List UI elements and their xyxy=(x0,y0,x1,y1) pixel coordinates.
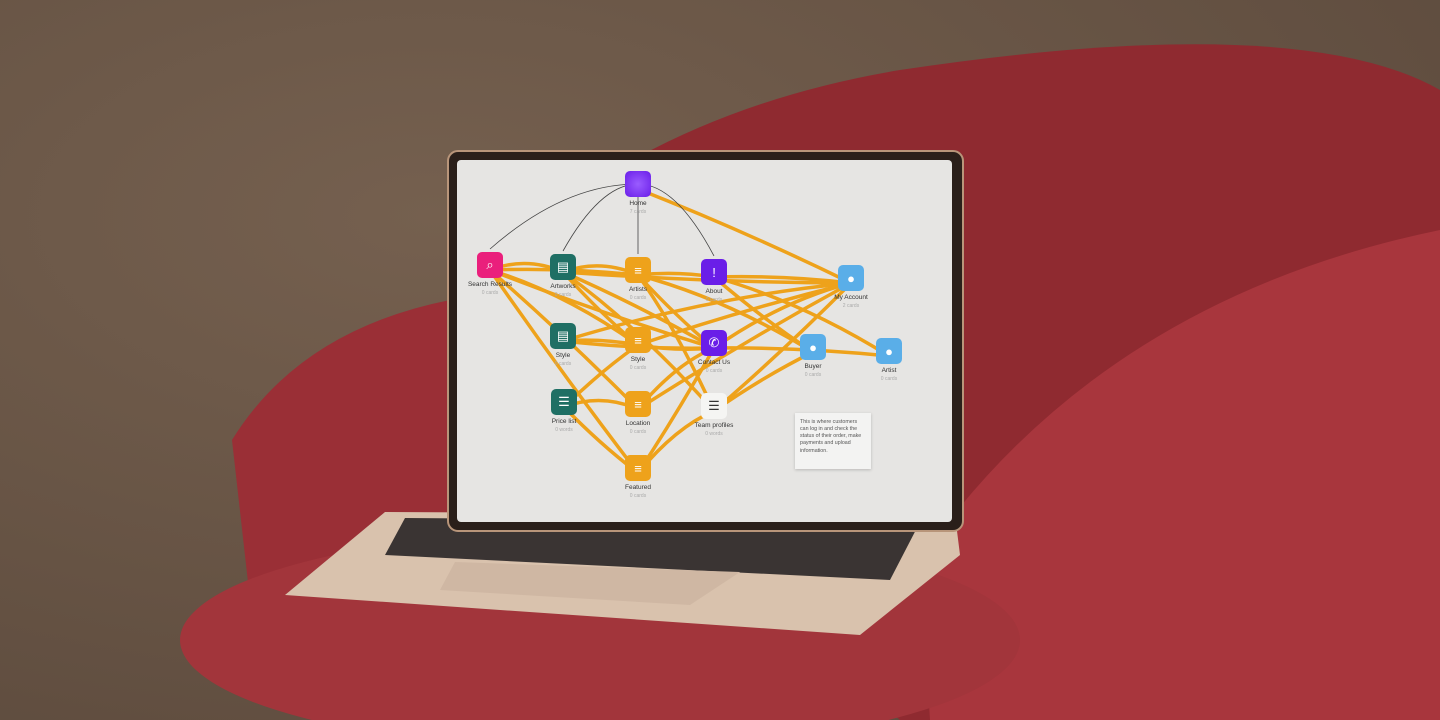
phone-icon: ✆ xyxy=(701,330,727,356)
browser-window-icon: ▤ xyxy=(550,323,576,349)
sitemap-node-artist[interactable]: ● Artist 0 cards xyxy=(844,338,934,382)
node-label: Team profiles xyxy=(694,422,734,429)
node-count: 2 cards xyxy=(842,303,860,309)
node-count: 0 cards xyxy=(554,292,572,298)
node-label: Featured xyxy=(624,484,652,491)
node-count: 0 cards xyxy=(554,361,572,367)
node-count: 0 cards xyxy=(705,297,723,303)
node-count: 0 cards xyxy=(481,290,499,296)
node-label: Location xyxy=(625,420,651,427)
sitemap-node-artists[interactable]: ≡ Artists 0 cards xyxy=(593,257,683,301)
sitemap-node-style1[interactable]: ▤ Style 0 cards xyxy=(518,323,608,367)
sitemap-node-artworks[interactable]: ▤ Artworks 0 cards xyxy=(518,254,608,298)
text-lines-icon: ≡ xyxy=(625,327,651,353)
laptop-trackpad xyxy=(440,562,740,605)
node-label: Artist xyxy=(881,367,897,374)
link-line xyxy=(636,273,716,413)
link-line xyxy=(561,270,716,350)
node-label: Price list xyxy=(551,418,577,425)
sitemap-node-style2[interactable]: ≡ Style 0 cards xyxy=(593,327,683,371)
document-icon: ☰ xyxy=(551,389,577,415)
text-lines-icon: ≡ xyxy=(625,391,651,417)
sitemap-node-location[interactable]: ≡ Location 0 cards xyxy=(593,391,683,435)
node-label: About xyxy=(705,288,723,295)
user-icon: ● xyxy=(838,265,864,291)
text-lines-icon: ≡ xyxy=(625,257,651,283)
link-line xyxy=(488,268,640,475)
node-label: My Account xyxy=(834,294,868,301)
sitemap-node-search[interactable]: ⌕ Search Results 0 cards xyxy=(457,252,535,296)
node-count: 0 cards xyxy=(880,376,898,382)
node-label: Search Results xyxy=(467,281,513,288)
armchair-right-arm xyxy=(920,230,1440,720)
info-message-icon: ! xyxy=(701,259,727,285)
laptop-screen: Home 7 cards ⌕ Search Results 0 cards ▤ Artwor… xyxy=(457,160,952,522)
node-count: 0 cards xyxy=(705,368,723,374)
sitemap-node-about[interactable]: ! About 0 cards xyxy=(669,259,759,303)
home-square-icon xyxy=(625,171,651,197)
link-line xyxy=(712,281,853,350)
sitemap-node-contact[interactable]: ✆ Contact Us 0 cards xyxy=(669,330,759,374)
sitemap-node-pricelist[interactable]: ☰ Price list 0 words xyxy=(519,389,609,433)
link-line xyxy=(636,187,853,285)
node-label: Home xyxy=(629,200,647,207)
link-line xyxy=(488,268,640,347)
node-count: 0 words xyxy=(555,427,573,433)
link-line xyxy=(636,281,853,411)
node-count: 0 words xyxy=(705,431,723,437)
node-label: Buyer xyxy=(804,363,822,370)
hierarchy-arrow xyxy=(489,183,639,250)
node-label: Style xyxy=(555,352,571,359)
browser-window-icon: ▤ xyxy=(550,254,576,280)
sitemap-node-myaccount[interactable]: ● My Account 2 cards xyxy=(806,265,896,309)
user-icon: ● xyxy=(800,334,826,360)
node-label: Artists xyxy=(628,286,648,293)
sticky-note[interactable]: This is where customers can log in and c… xyxy=(795,413,871,469)
sitemap-node-home[interactable]: Home 7 cards xyxy=(593,171,683,215)
sitemap-node-buyer[interactable]: ● Buyer 0 cards xyxy=(768,334,858,378)
node-count: 0 cards xyxy=(804,372,822,378)
node-label: Artworks xyxy=(550,283,576,290)
node-label: Style xyxy=(630,356,646,363)
document-icon: ☰ xyxy=(701,393,727,419)
node-count: 0 cards xyxy=(629,493,647,499)
node-count: 0 cards xyxy=(629,429,647,435)
sitemap-node-featured[interactable]: ≡ Featured 0 cards xyxy=(593,455,683,499)
text-lines-icon: ≡ xyxy=(625,455,651,481)
node-count: 0 cards xyxy=(629,295,647,301)
node-label: Contact Us xyxy=(697,359,731,366)
node-count: 7 cards xyxy=(629,209,647,215)
link-line xyxy=(636,273,815,354)
link-line xyxy=(561,281,853,343)
node-count: 0 cards xyxy=(629,365,647,371)
search-icon: ⌕ xyxy=(477,252,503,278)
user-icon: ● xyxy=(876,338,902,364)
laptop-keyboard xyxy=(385,518,920,580)
sitemap-node-team[interactable]: ☰ Team profiles 0 words xyxy=(669,393,759,437)
